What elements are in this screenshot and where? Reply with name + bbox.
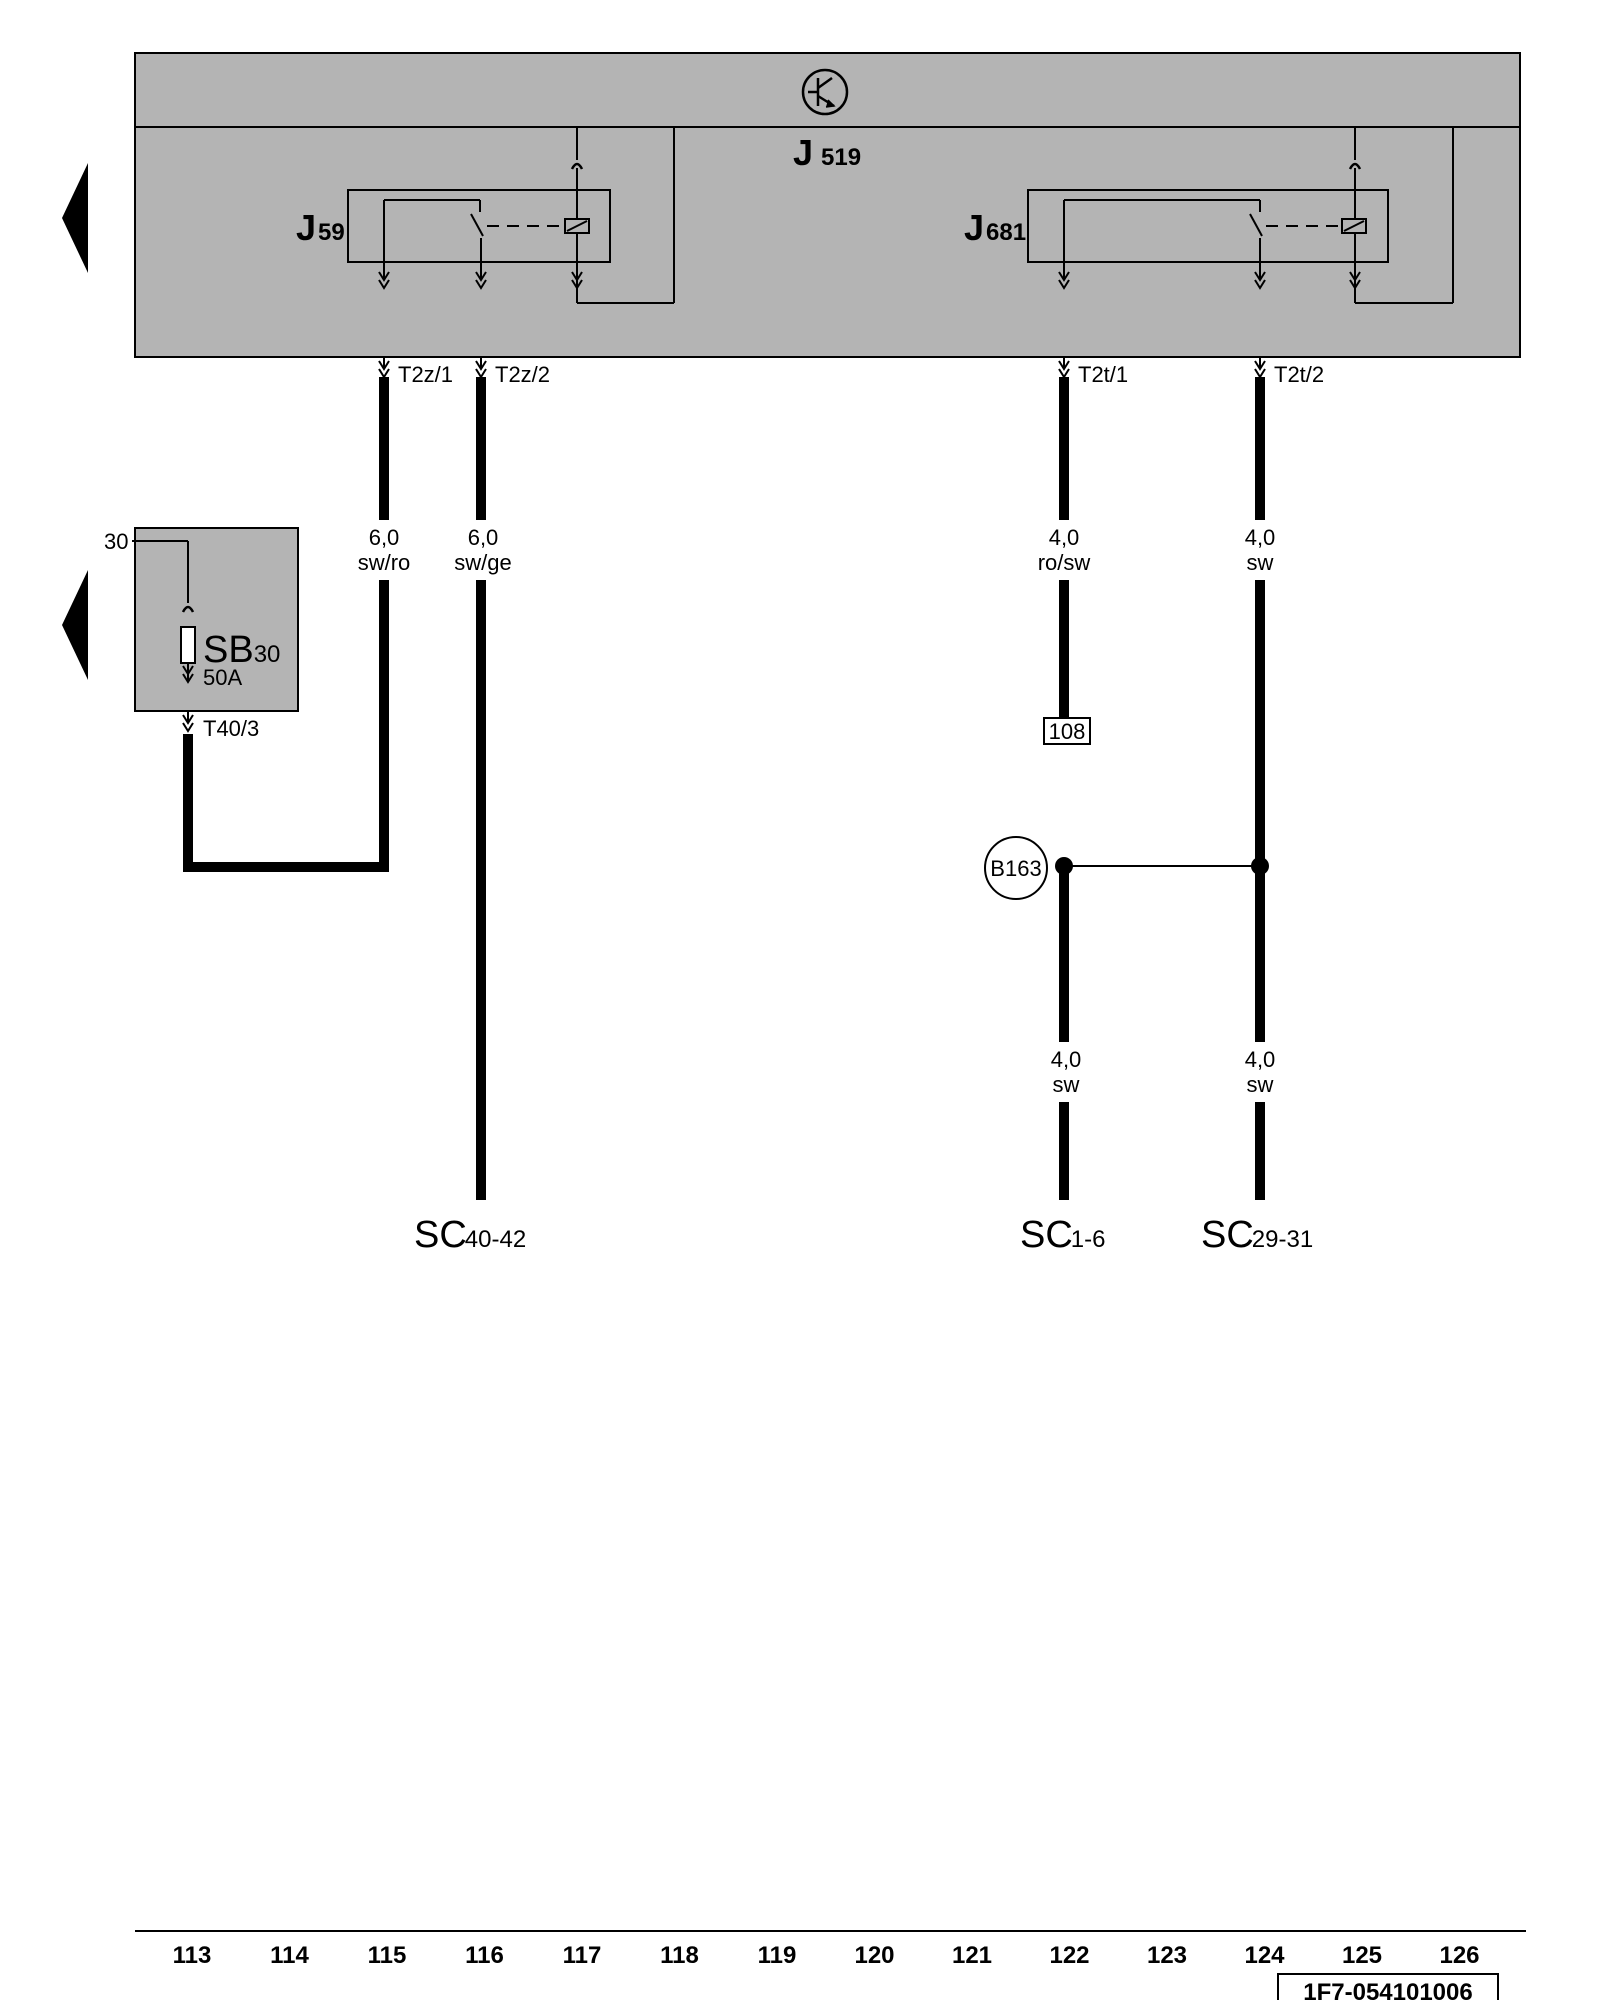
fuse-label: SB30 bbox=[203, 629, 280, 671]
destination-sc-40-42: SC40-42 bbox=[414, 1214, 526, 1256]
continuation-arrow-icon bbox=[62, 163, 88, 273]
connector-t40-3: T40/3 bbox=[203, 716, 259, 741]
wire-size: 6,0 bbox=[369, 525, 400, 550]
grid-column-label: 115 bbox=[368, 1942, 407, 1969]
splice-label: B163 bbox=[990, 856, 1041, 881]
control-unit-header bbox=[134, 52, 1521, 128]
document-code: 1F7-054101006 bbox=[1303, 1979, 1472, 2000]
wire-size: 4,0 bbox=[1049, 525, 1080, 550]
relay-j59-label: J59 bbox=[296, 207, 345, 248]
connector-t2t-2: T2t/2 bbox=[1274, 362, 1324, 387]
connector-t2t-1: T2t/1 bbox=[1078, 362, 1128, 387]
grid-column-label: 118 bbox=[660, 1942, 699, 1969]
wire-color: sw bbox=[1053, 1072, 1080, 1097]
grid-column-label: 113 bbox=[173, 1942, 212, 1969]
relay-j681 bbox=[1027, 128, 1454, 304]
wire-sw-ro bbox=[183, 377, 389, 872]
fuse-terminal-label: 30 bbox=[104, 529, 128, 554]
grid-column-label: 114 bbox=[270, 1942, 309, 1969]
destination-sc-1-6: SC1-6 bbox=[1020, 1214, 1105, 1256]
grid-column-label: 119 bbox=[758, 1942, 797, 1969]
wire-size: 6,0 bbox=[468, 525, 499, 550]
control-unit-body bbox=[134, 126, 1521, 358]
grid-column-labels: 113 114 115 116 117 118 119 120 121 122 123 124 125 1… bbox=[173, 1942, 1480, 1969]
splice-node bbox=[1055, 857, 1073, 875]
destination-sc-29-31: SC29-31 bbox=[1201, 1214, 1313, 1256]
reference-box bbox=[1043, 717, 1091, 745]
grid-column-label: 117 bbox=[563, 1942, 602, 1969]
document-code-box bbox=[1277, 1973, 1499, 2000]
grid-column-label: 120 bbox=[854, 1942, 894, 1969]
connector-t2z-2: T2z/2 bbox=[495, 362, 550, 387]
wire-color: ro/sw bbox=[1038, 550, 1091, 575]
reference-box-label: 108 bbox=[1049, 719, 1086, 744]
electronic-symbol-icon bbox=[801, 68, 849, 116]
wire-color: sw/ge bbox=[454, 550, 511, 575]
wire-color: sw bbox=[1247, 550, 1274, 575]
grid-column-label: 116 bbox=[465, 1942, 504, 1969]
wire-color: sw bbox=[1247, 1072, 1274, 1097]
wire-color: sw/ro bbox=[358, 550, 411, 575]
continuation-arrow-icon bbox=[62, 570, 88, 680]
fuse-rating: 50A bbox=[203, 665, 242, 690]
relay-j59 bbox=[347, 128, 675, 304]
grid-column-label: 125 bbox=[1342, 1942, 1382, 1969]
grid-column-label: 123 bbox=[1147, 1942, 1187, 1969]
connector-t2z-1: T2z/1 bbox=[398, 362, 453, 387]
grid-column-label: 126 bbox=[1439, 1942, 1479, 1969]
wire-size: 4,0 bbox=[1051, 1047, 1082, 1072]
grid-column-label: 122 bbox=[1049, 1942, 1089, 1969]
wire-size: 4,0 bbox=[1245, 1047, 1276, 1072]
grid-column-label: 124 bbox=[1244, 1942, 1285, 1969]
grid-column-label: 121 bbox=[952, 1942, 992, 1969]
fuse-sb30 bbox=[132, 527, 299, 732]
splice-circle bbox=[984, 836, 1048, 900]
relay-j681-label: J681 bbox=[964, 207, 1026, 248]
wire-size: 4,0 bbox=[1245, 525, 1276, 550]
splice-node bbox=[1251, 857, 1269, 875]
